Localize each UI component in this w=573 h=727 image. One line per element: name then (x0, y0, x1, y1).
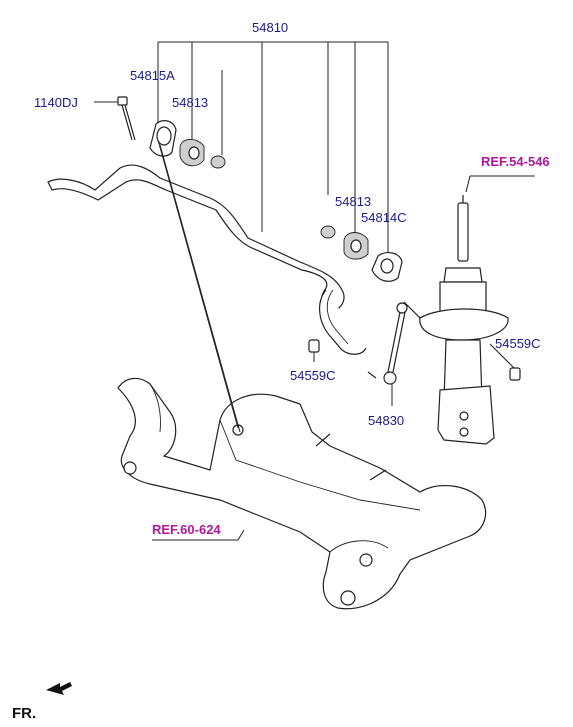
bracket-right-part (371, 252, 403, 282)
label-bolt: 1140DJ (34, 95, 78, 110)
stabilizer-link-part (367, 301, 421, 385)
bushing-right-part (343, 232, 369, 260)
nut-right-part (509, 367, 521, 381)
nut-left-part (308, 339, 320, 353)
leader-lines (94, 101, 535, 541)
label-nut-right: 54559C (495, 336, 541, 351)
ring-right-part (320, 225, 336, 239)
label-nut-left: 54559C (290, 368, 336, 383)
stabilizer-bar (47, 164, 367, 355)
ref-subframe: REF.60-624 (152, 522, 221, 537)
label-bushing-right: 54813 (335, 194, 371, 209)
label-bracket-right: 54814C (361, 210, 407, 225)
strut-part (419, 195, 509, 445)
bolt-part (117, 96, 136, 141)
assembly-leader-lines (157, 41, 389, 262)
bushing-left-part (179, 139, 205, 167)
direction-label: FR. (12, 705, 36, 722)
subframe-part (117, 377, 487, 610)
ref-strut: REF.54-546 (481, 154, 550, 169)
front-direction-arrow (46, 682, 72, 695)
label-bracket: 54815A (130, 68, 175, 83)
label-bushing-left: 54813 (172, 95, 208, 110)
label-assembly: 54810 (252, 20, 288, 35)
label-link: 54830 (368, 413, 404, 428)
ring-left-part (210, 155, 226, 169)
bracket-left-part (149, 120, 177, 157)
